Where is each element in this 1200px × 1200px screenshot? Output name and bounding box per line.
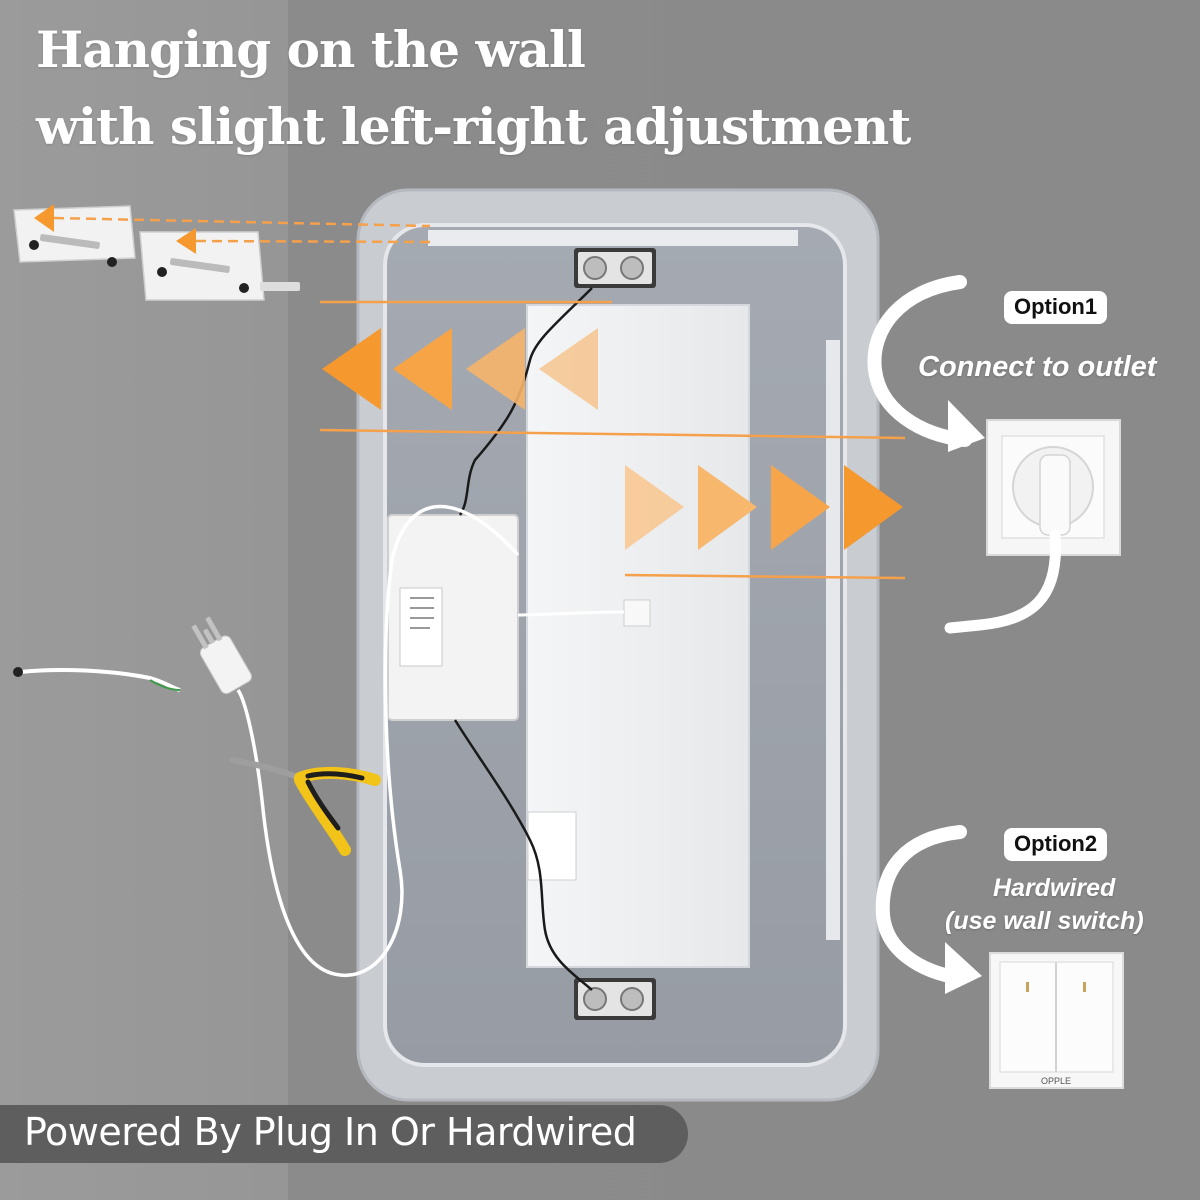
wire-stripper-icon [229, 757, 381, 856]
arrow-left-icon [322, 328, 381, 410]
bracket-arrow-icon [176, 228, 196, 254]
left-adjust-arrows [322, 328, 598, 410]
power-cord [13, 504, 520, 977]
option1-description: Connect to outlet [918, 351, 1157, 383]
headline-line-2: with slight left-right adjustment [36, 97, 911, 156]
arrow-right-icon [625, 465, 684, 550]
option1-badge: Option1 [1004, 291, 1108, 325]
adjustment-guides [319, 300, 906, 580]
panel-label [527, 811, 577, 881]
touch-sensor [623, 599, 651, 627]
mirror [356, 188, 880, 1102]
bracket-arrow-icon [34, 204, 54, 232]
driver-box [387, 514, 519, 721]
curved-arrow-head-icon [945, 942, 982, 994]
wall-outlet-icon [944, 419, 1121, 634]
arrow-left-icon [466, 328, 525, 410]
wall-switch-icon [989, 952, 1124, 1089]
cut-wire [19, 668, 181, 692]
wire-end [13, 667, 23, 677]
electrical-plug-icon [191, 616, 252, 695]
power-banner [0, 1105, 688, 1163]
curved-arrow-icon [867, 275, 972, 447]
mirror-top-edge [428, 230, 798, 246]
curved-arrow-icon [875, 825, 967, 985]
headline-line-1: Hanging on the wall [36, 20, 586, 79]
arrow-right-icon [771, 465, 830, 550]
top-hanger [574, 248, 656, 288]
bottom-hanger [574, 978, 656, 1020]
outlet-cord [944, 529, 1062, 634]
curved-arrow-head-icon [948, 400, 985, 452]
right-adjust-arrows [625, 465, 903, 550]
option2-badge: Option2 [1004, 828, 1108, 862]
option2-description-line-2: (use wall switch) [945, 907, 1144, 935]
internal-wire [453, 719, 593, 991]
bracket-guide-dashes [53, 216, 431, 244]
option2-description-line-1: Hardwired [993, 874, 1116, 902]
arrow-right-icon [698, 465, 757, 550]
switch-brand-label: OPPLE [1041, 1076, 1072, 1086]
side-rail [826, 340, 840, 940]
internal-wire [517, 610, 625, 617]
power-banner-text: Powered By Plug In Or Hardwired [24, 1110, 637, 1154]
arrow-left-icon [539, 328, 598, 410]
arrow-right-icon [844, 465, 903, 550]
arrow-left-icon [393, 328, 452, 410]
